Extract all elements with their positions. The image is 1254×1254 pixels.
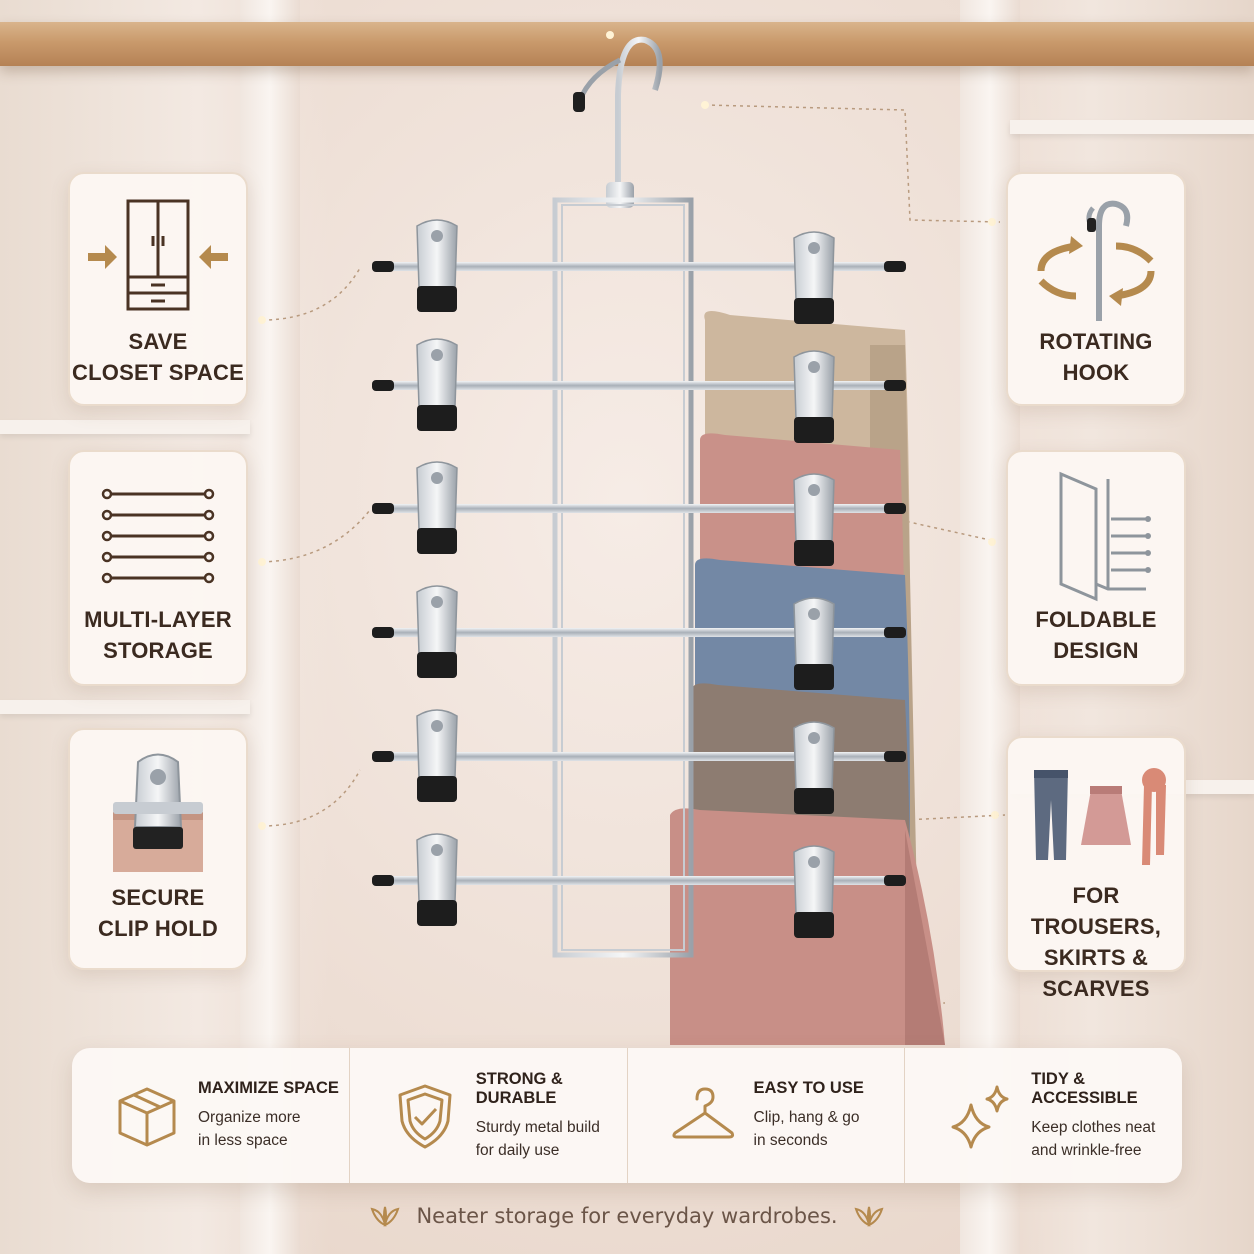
- hanging-pants: [670, 311, 945, 1045]
- clothing-icon: [1016, 750, 1176, 880]
- hanger-frame: [552, 197, 694, 958]
- clip: [793, 350, 835, 443]
- clip: [416, 833, 458, 926]
- feature-description: Keep clothes neat and wrinkle-free: [1031, 1118, 1156, 1159]
- clip: [416, 709, 458, 802]
- hanger-bars: [372, 219, 906, 938]
- leaf-icon: [370, 1206, 400, 1227]
- feature-card-secure-clip-hold: SECURE CLIP HOLD: [68, 728, 248, 970]
- foldable-hanger-icon: [1026, 464, 1166, 604]
- clip: [793, 845, 835, 938]
- clip: [793, 721, 835, 814]
- layers-icon: [93, 464, 223, 604]
- feature-strong-durable: STRONG & DURABLE Sturdy metal build for …: [348, 1048, 627, 1183]
- feature-label: FOR TROUSERS, SKIRTS & SCARVES: [1030, 883, 1162, 1001]
- feature-description: Sturdy metal build for daily use: [475, 1118, 600, 1159]
- feature-card-rotating-hook: ROTATING HOOK: [1006, 172, 1186, 406]
- rotating-hook-icon: [1021, 186, 1171, 326]
- sparkle-icon: [951, 1085, 1009, 1148]
- shelf: [0, 700, 250, 714]
- hanger-bar: [372, 585, 906, 690]
- feature-description: Organize more in less space: [198, 1109, 301, 1149]
- feature-tidy-accessible: TIDY & ACCESSIBLE Keep clothes neat and …: [904, 1048, 1182, 1183]
- hanger-bar: [372, 338, 906, 443]
- leaf-icon: [854, 1206, 884, 1227]
- feature-card-trousers-skirts-scarves: FOR TROUSERS, SKIRTS & SCARVES: [1006, 736, 1186, 1001]
- feature-label: ROTATING HOOK: [1039, 329, 1153, 385]
- shelf: [1010, 120, 1254, 134]
- feature-maximize-space: MAXIMIZE SPACE Organize more in less spa…: [72, 1048, 349, 1183]
- hanger-bar: [372, 219, 906, 324]
- closet-pillar-left: [240, 0, 300, 1254]
- feature-label: SAVE CLOSET SPACE: [72, 329, 244, 385]
- clip: [416, 585, 458, 678]
- feature-card-multi-layer-storage: MULTI-LAYER STORAGE: [68, 450, 248, 686]
- feature-label: FOLDABLE DESIGN: [1035, 607, 1157, 663]
- feature-title: MAXIMIZE SPACE: [198, 1079, 339, 1097]
- clip: [793, 231, 835, 324]
- feature-title: TIDY & ACCESSIBLE: [1031, 1069, 1138, 1107]
- feature-description: Clip, hang & go in seconds: [753, 1109, 860, 1149]
- feature-card-foldable-design: FOLDABLE DESIGN: [1006, 450, 1186, 686]
- bottom-feature-bar: MAXIMIZE SPACE Organize more in less spa…: [72, 1048, 1182, 1183]
- feature-label: SECURE CLIP HOLD: [98, 885, 218, 941]
- shelf: [0, 420, 250, 434]
- rotating-hook: [573, 36, 663, 208]
- feature-card-save-closet-space: SAVE CLOSET SPACE: [68, 172, 248, 406]
- wardrobe-icon: [83, 186, 233, 326]
- tagline-text: Neater storage for everyday wardrobes.: [416, 1204, 838, 1228]
- hanger-bar: [372, 709, 906, 814]
- clip: [416, 338, 458, 431]
- tagline: Neater storage for everyday wardrobes.: [0, 1198, 1254, 1234]
- hanger-bar: [372, 833, 906, 938]
- shield-check-icon: [398, 1084, 452, 1148]
- feature-label: MULTI-LAYER STORAGE: [84, 607, 232, 663]
- clip: [793, 597, 835, 690]
- hanger-icon: [671, 1087, 734, 1138]
- clip-icon: [83, 742, 233, 882]
- feature-title: EASY TO USE: [753, 1079, 864, 1097]
- feature-title: STRONG & DURABLE: [475, 1069, 563, 1107]
- clip: [793, 473, 835, 566]
- box-icon: [118, 1087, 176, 1146]
- hanger-bar: [372, 461, 906, 566]
- clip: [416, 219, 458, 312]
- feature-easy-to-use: EASY TO USE Clip, hang & go in seconds: [626, 1048, 905, 1183]
- clip: [416, 461, 458, 554]
